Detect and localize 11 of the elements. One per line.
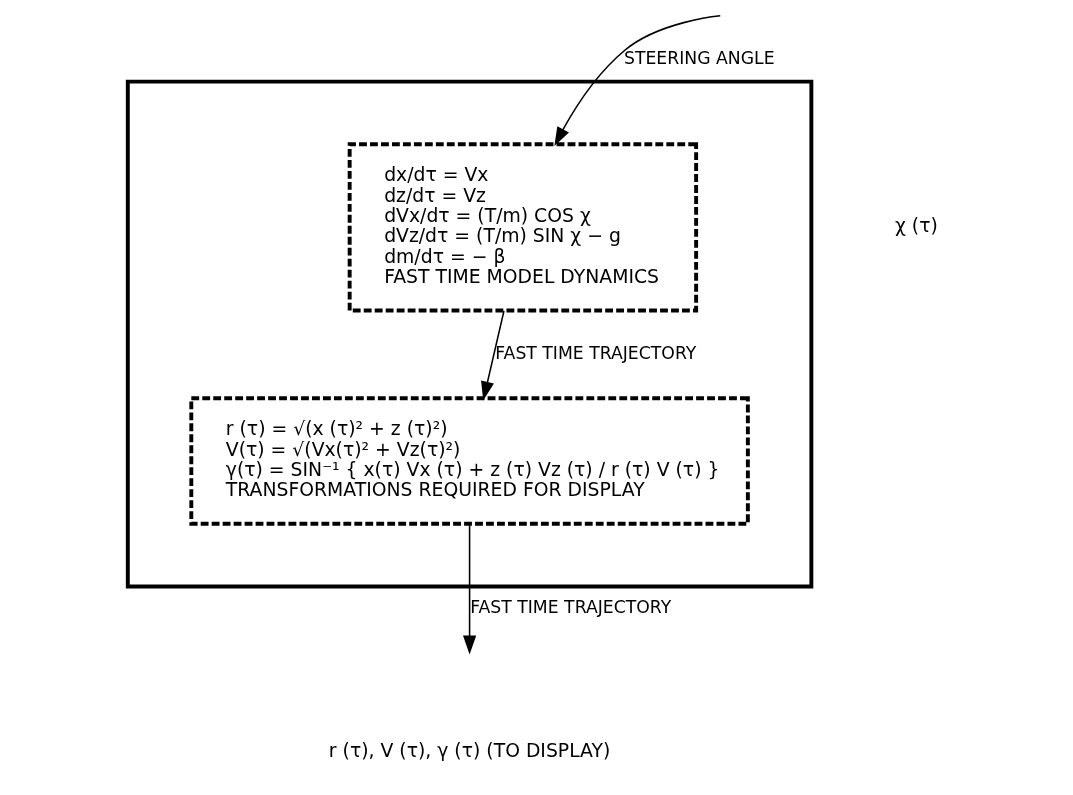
cluster [125,79,813,589]
arrow [480,310,505,401]
label: χ (τ) [894,215,938,237]
label: r (τ), V (τ), γ (τ) (TO DISPLAY) [328,740,610,762]
edge-label: STEERING ANGLE [623,48,775,69]
arrow [462,523,476,655]
node-box: r (τ) = √(x (τ)² + z (τ)²) V(τ) = √(Vx(τ)² + Vz(τ)²) γ(τ) = SIN⁻¹ { x(τ) Vx (τ) + z (τ) Vz (τ) / r (τ) V (τ) } TRANSFORMATIONS REQUIRED FOR DISPLAY [188,396,750,526]
edge-label: FAST TIME TRAJECTORY [469,596,671,617]
arrow [553,14,721,146]
edge-label: FAST TIME TRAJECTORY [494,342,696,363]
node-box: dx/dτ = Vx dz/dτ = Vz dVx/dτ = (T/m) COS χ dVz/dτ = (T/m) SIN χ − g dm/dτ = − β FAST TIME MODEL DYNAMICS [347,142,698,313]
